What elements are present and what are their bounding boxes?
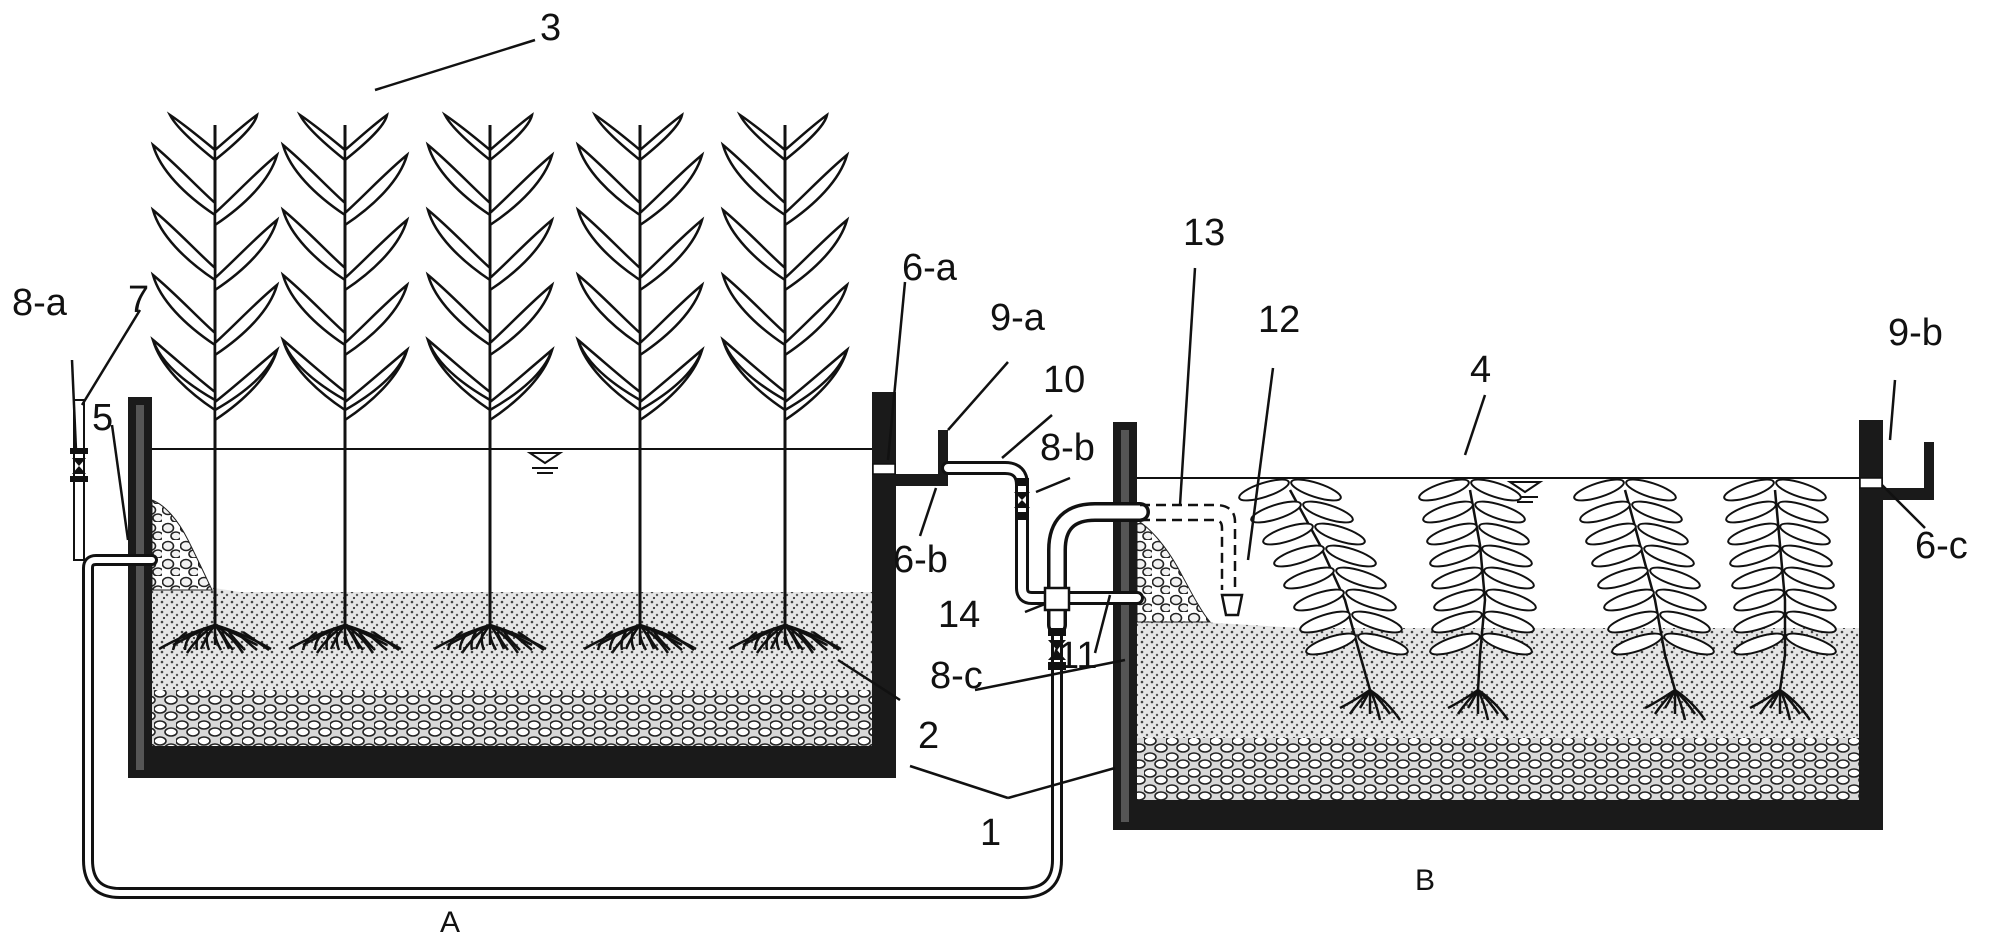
label-6c: 6-c [1915, 525, 1968, 567]
emergent-plant [425, 111, 555, 654]
label-7: 7 [128, 279, 149, 321]
tank-a-water-level-symbol [526, 452, 564, 474]
outlet-hole-6c [1859, 477, 1883, 489]
emergent-plants [150, 111, 850, 654]
label-tank-b: B [1415, 864, 1435, 897]
distribution-pipe-13 [1140, 503, 1237, 590]
plant-roots [728, 623, 842, 654]
tank-a [128, 392, 948, 778]
label-13: 13 [1183, 212, 1225, 254]
plant-roots [1339, 688, 1402, 721]
submerged-plant [1418, 478, 1537, 721]
plant-roots [583, 623, 697, 654]
plant-roots [433, 623, 547, 654]
label-2: 2 [918, 715, 939, 757]
label-8a: 8-a [12, 282, 68, 324]
emergent-plant [720, 111, 850, 654]
submerged-plant [1573, 478, 1715, 721]
tank-a-wall-inner-line [136, 405, 144, 770]
plant-roots [1749, 688, 1812, 721]
overflow-trough-9a [896, 430, 948, 486]
label-1: 1 [980, 812, 1001, 854]
plant-roots [158, 623, 272, 654]
valve-8a [70, 448, 88, 482]
emergent-plant [150, 111, 280, 654]
outlet-hole-6a [872, 463, 896, 475]
label-tank-a: A [440, 906, 460, 939]
label-4: 4 [1470, 349, 1491, 391]
tank-b-gravel-layer [1137, 738, 1859, 800]
valve-8b [1014, 478, 1030, 520]
submerged-plant [1238, 478, 1409, 721]
overflow-trough-9b [1883, 442, 1934, 500]
emergent-plant [280, 111, 410, 654]
label-12: 12 [1258, 299, 1300, 341]
plant-roots [1447, 688, 1510, 721]
tank-a-gravel-layer [152, 690, 872, 746]
label-3: 3 [540, 7, 561, 49]
label-14: 14 [938, 594, 980, 636]
tank-a-rock-pile [151, 499, 213, 591]
leader-lines [70, 38, 1926, 800]
connecting-pipe-10 [941, 461, 1144, 605]
label-9a: 9-a [990, 297, 1046, 339]
emergent-plant [575, 111, 705, 654]
label-9b: 9-b [1888, 312, 1943, 354]
nozzle-12 [1220, 593, 1244, 617]
label-6a: 6-a [902, 247, 958, 289]
return-pipe [82, 554, 1063, 899]
label-8b: 8-b [1040, 427, 1095, 469]
submerged-plant [1723, 478, 1837, 721]
tank-b-rock-pile [1136, 519, 1212, 623]
label-10: 10 [1043, 359, 1085, 401]
riser-pipe-11 [1047, 502, 1150, 635]
tee-junction-14 [1043, 586, 1071, 612]
label-6b: 6-b [893, 539, 948, 581]
tank-b-wall-inner-line [1121, 430, 1129, 822]
plant-roots [1644, 688, 1707, 721]
submerged-plants [1238, 478, 1837, 721]
label-11: 11 [1058, 635, 1097, 677]
inlet-pipe-7 [70, 399, 88, 561]
callout-labels: 3 8-a 7 5 6-a 9-a 10 8-b 6-b 14 8-c 11 2… [12, 7, 1968, 939]
plant-roots [288, 623, 402, 654]
label-5: 5 [92, 397, 113, 439]
label-8c: 8-c [930, 655, 983, 697]
